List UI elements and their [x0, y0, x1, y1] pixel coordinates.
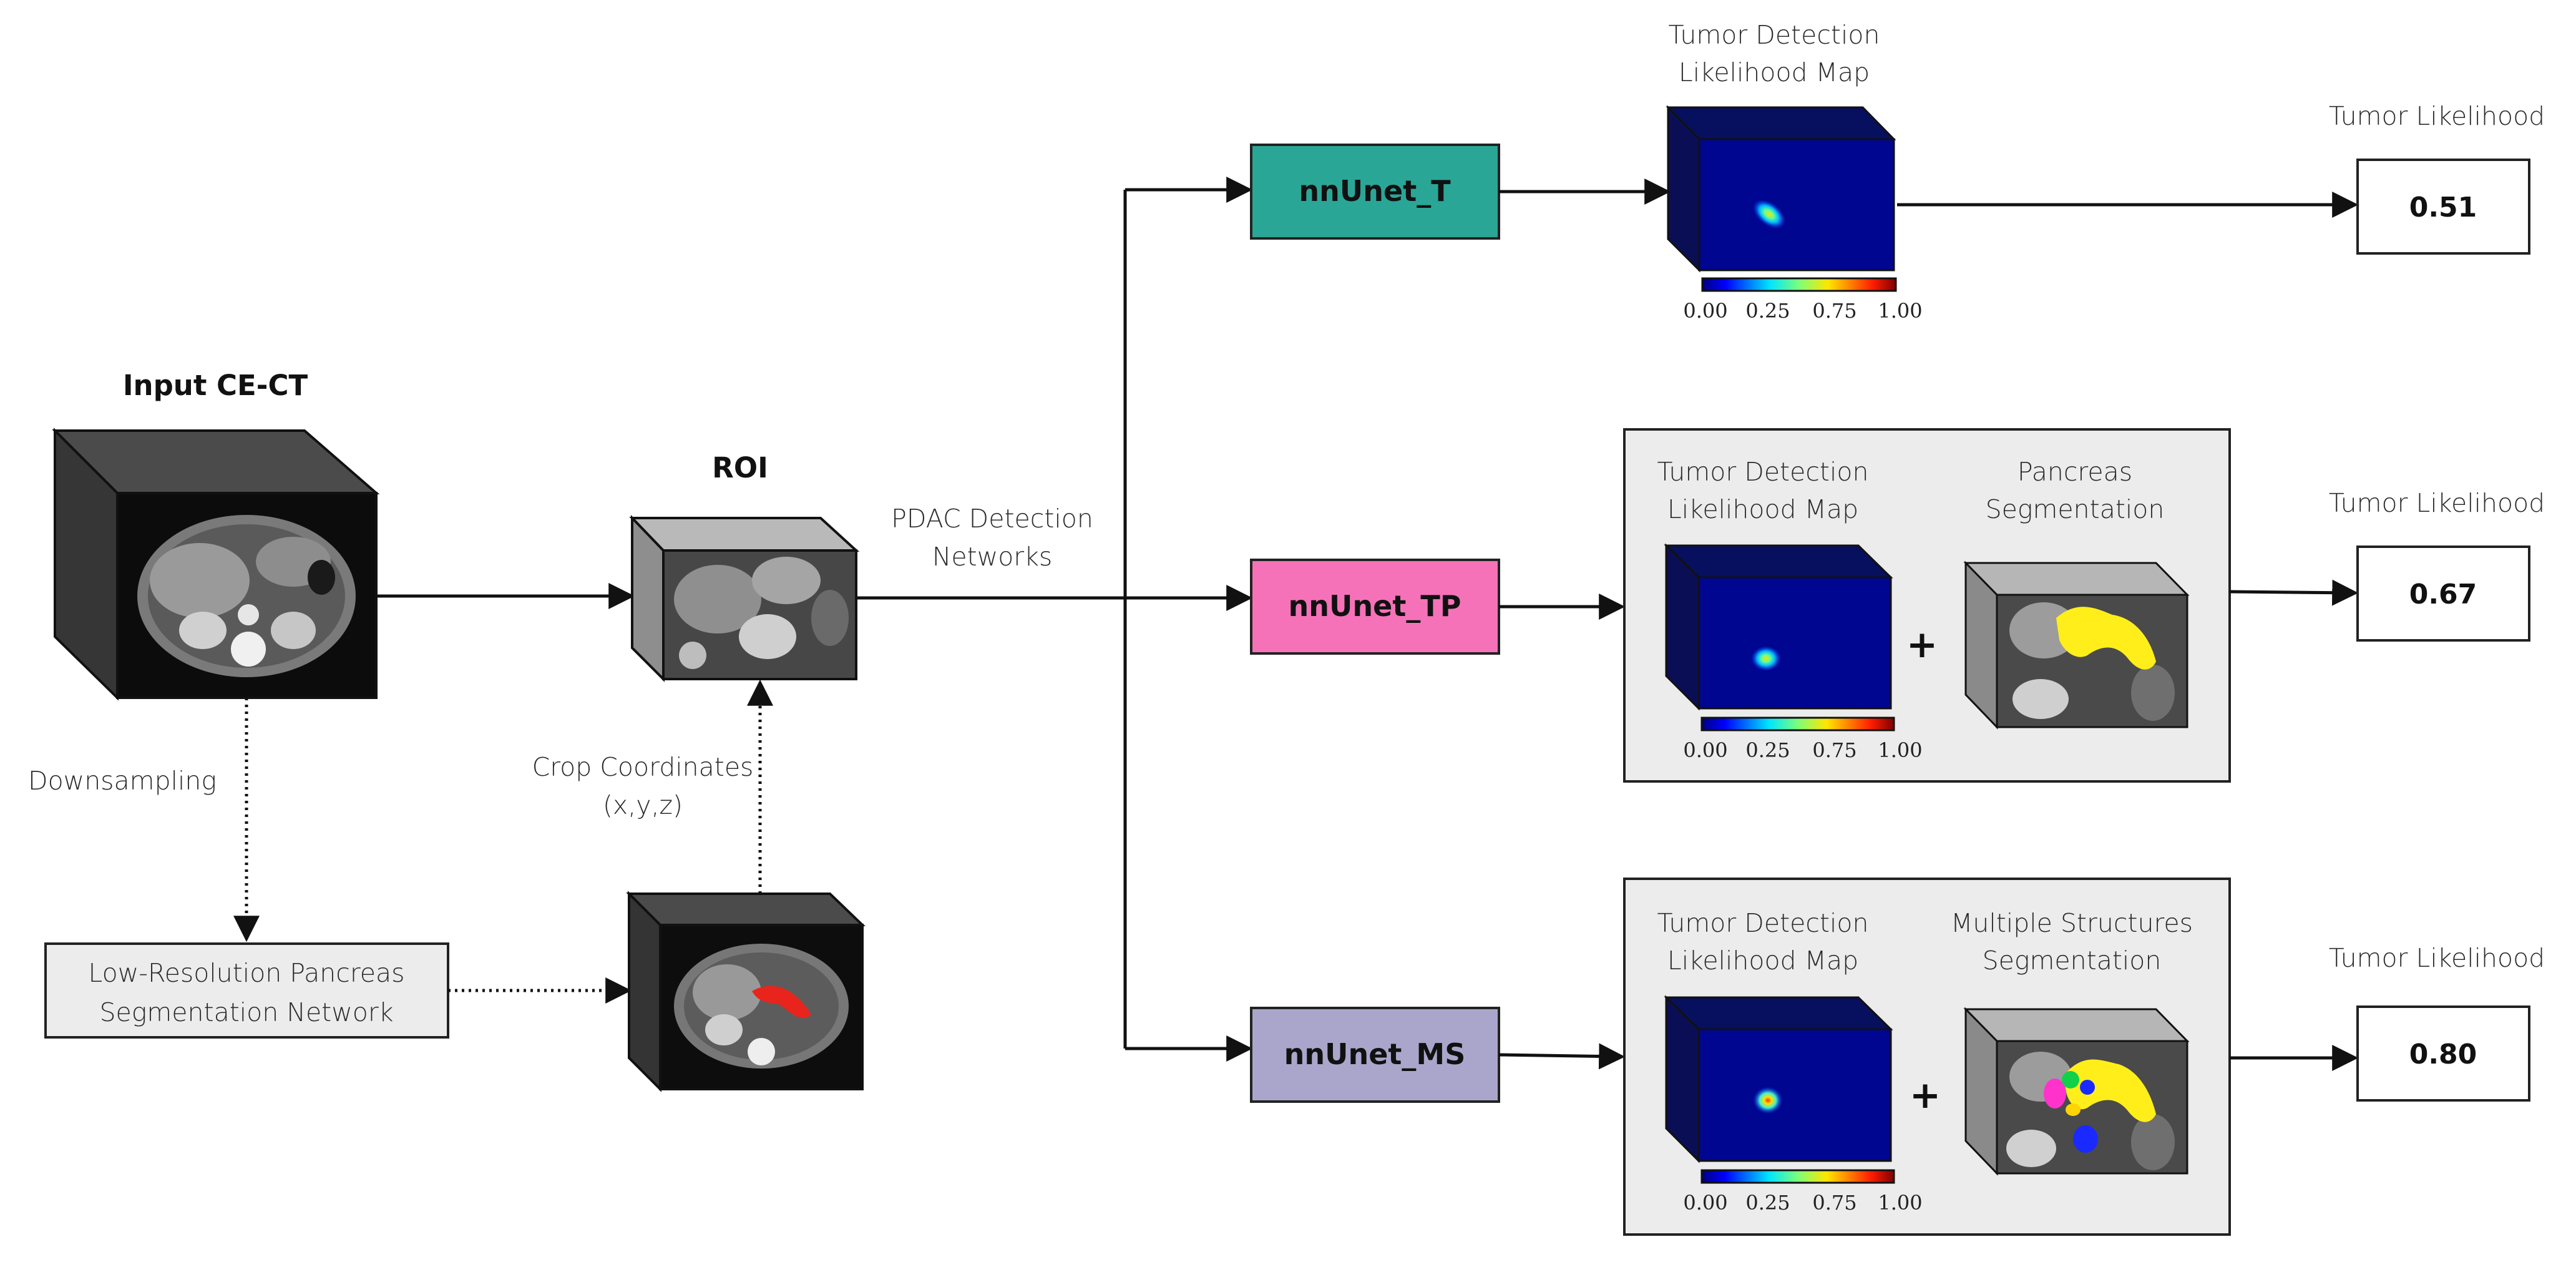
mid-pancreas-segmentation — [1963, 560, 2190, 730]
roi-volume — [629, 515, 860, 682]
pdac-networks-line2: Networks — [932, 542, 1053, 572]
bot-colorbar-tick-3: 1.00 — [1878, 1191, 1922, 1215]
top-colorbar — [1701, 277, 1897, 292]
top-colorbar-tick-2: 0.75 — [1812, 299, 1856, 323]
bot-seg-title-line1: Multiple Structures — [1951, 908, 2193, 938]
downsampling-label: Downsampling — [28, 766, 217, 796]
bot-colorbar — [1700, 1169, 1895, 1184]
bot-likelihood-map — [1664, 995, 1893, 1163]
output-value-t: 0.51 — [2409, 192, 2477, 223]
crop-coordinates-line2: (x,y,z) — [603, 790, 683, 820]
output-box-t — [2356, 159, 2530, 255]
output-title-t: Tumor Likelihood — [2329, 101, 2545, 131]
bot-plus: + — [1910, 1074, 1941, 1117]
bot-map-title-line1: Tumor Detection — [1657, 908, 1869, 938]
lowres-network-line1: Low-Resolution Pancreas — [89, 958, 405, 988]
lowres-segmentation-volume — [626, 891, 866, 1092]
bot-colorbar-tick-1: 0.25 — [1745, 1191, 1790, 1215]
mid-seg-title-line2: Segmentation — [1986, 494, 2165, 524]
network-label-t: nnUnet_T — [1299, 174, 1451, 208]
lowres-network-box — [44, 942, 449, 1039]
mid-map-title-line2: Likelihood Map — [1667, 494, 1858, 524]
mid-colorbar-tick-3: 1.00 — [1878, 738, 1922, 762]
output-box-tp — [2356, 545, 2530, 642]
output-value-ms: 0.80 — [2409, 1039, 2477, 1070]
mid-map-title-line1: Tumor Detection — [1657, 457, 1869, 487]
output-value-tp: 0.67 — [2409, 579, 2477, 610]
pdac-networks-line1: PDAC Detection — [891, 504, 1093, 534]
network-box-tp — [1250, 559, 1500, 655]
output-title-ms: Tumor Likelihood — [2329, 943, 2545, 973]
input-ct-volume — [52, 428, 380, 701]
output-title-tp: Tumor Likelihood — [2329, 488, 2545, 518]
crop-coordinates-line1: Crop Coordinates — [532, 752, 754, 782]
output-box-ms — [2356, 1005, 2530, 1102]
roi-title: ROI — [712, 451, 768, 484]
mid-colorbar-tick-0: 0.00 — [1683, 738, 1727, 762]
bot-map-title-line2: Likelihood Map — [1667, 946, 1858, 976]
lowres-network-line2: Segmentation Network — [100, 997, 394, 1027]
bot-colorbar-tick-2: 0.75 — [1812, 1191, 1856, 1215]
mid-likelihood-map — [1664, 543, 1893, 711]
network-label-tp: nnUnet_TP — [1289, 589, 1461, 623]
mid-colorbar — [1700, 717, 1895, 731]
mid-colorbar-tick-1: 0.25 — [1745, 738, 1790, 762]
network-label-ms: nnUnet_MS — [1284, 1037, 1466, 1071]
top-colorbar-tick-0: 0.00 — [1683, 299, 1727, 323]
bot-multi-structure-segmentation — [1963, 1007, 2190, 1176]
top-map-title-line2: Likelihood Map — [1679, 57, 1870, 87]
input-title: Input CE-CT — [123, 369, 308, 402]
top-colorbar-tick-1: 0.25 — [1745, 299, 1790, 323]
top-map-title-line1: Tumor Detection — [1669, 20, 1880, 50]
mid-seg-title-line1: Pancreas — [2017, 457, 2132, 487]
top-colorbar-tick-3: 1.00 — [1878, 299, 1922, 323]
top-likelihood-map — [1666, 105, 1896, 273]
mid-colorbar-tick-2: 0.75 — [1812, 738, 1856, 762]
bot-colorbar-tick-0: 0.00 — [1683, 1191, 1727, 1215]
mid-plus: + — [1906, 623, 1938, 667]
bot-seg-title-line2: Segmentation — [1983, 946, 2162, 976]
